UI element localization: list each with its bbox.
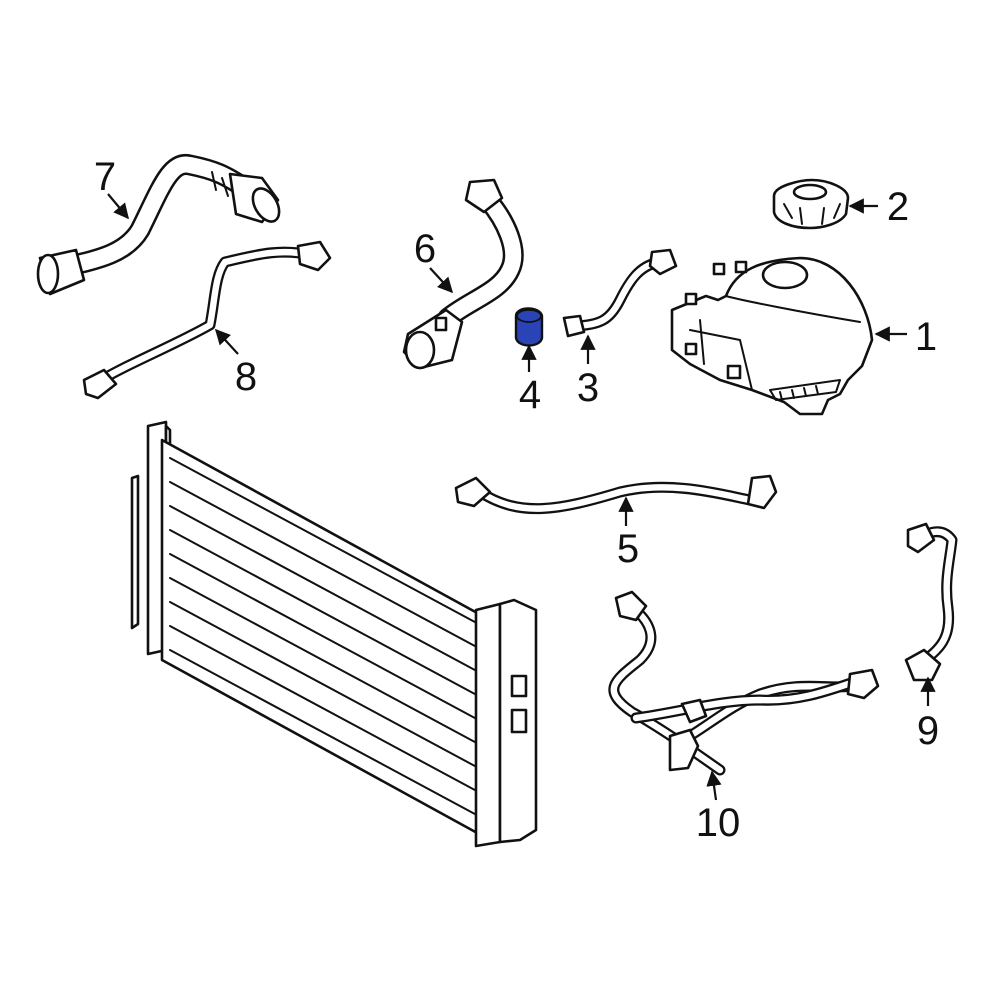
callout-arrows (107, 193, 936, 801)
callout-10: 10 (696, 801, 741, 845)
callout-8: 8 (235, 355, 257, 399)
radiator (130, 420, 538, 848)
arrow-10 (706, 770, 722, 801)
arrow-7 (107, 193, 129, 220)
callout-labels: 1 2 3 4 5 6 7 8 9 10 (94, 155, 939, 845)
vent-hose[interactable] (82, 240, 332, 400)
coolant-reservoir[interactable] (670, 256, 874, 416)
callout-4: 4 (519, 373, 541, 417)
arrow-6 (429, 267, 454, 294)
hose-assembly[interactable] (608, 590, 880, 776)
overflow-hose[interactable] (454, 474, 778, 515)
callout-7: 7 (94, 155, 116, 199)
callout-2: 2 (887, 185, 909, 229)
callout-6: 6 (414, 227, 436, 271)
callout-1: 1 (915, 315, 937, 359)
callout-9: 9 (917, 709, 939, 753)
arrow-8 (214, 328, 239, 355)
reservoir-cap[interactable] (772, 178, 850, 230)
callout-5: 5 (617, 527, 639, 571)
bypass-hose[interactable] (904, 522, 958, 682)
hose-clamp[interactable] (514, 307, 544, 347)
callout-3: 3 (577, 366, 599, 410)
reservoir-hose[interactable] (562, 248, 678, 338)
radiator-hose[interactable] (36, 154, 285, 296)
upper-hose[interactable] (402, 178, 524, 370)
